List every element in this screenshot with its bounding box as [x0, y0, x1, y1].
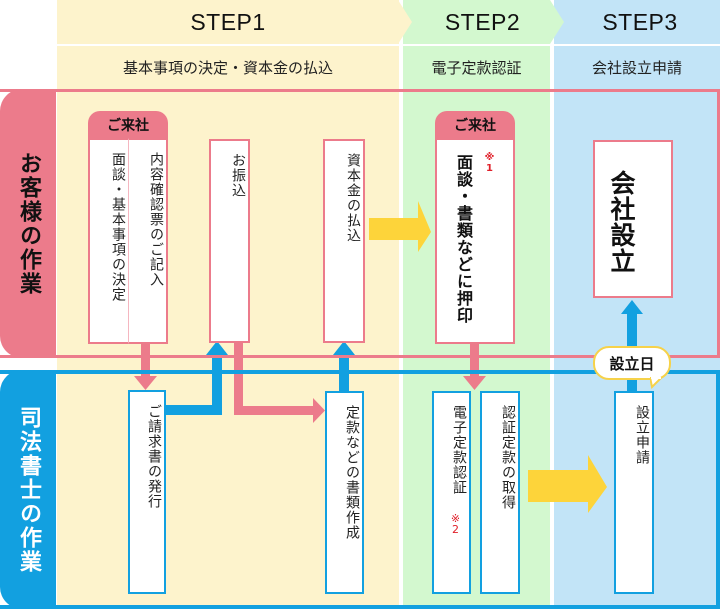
step2-chevron [403, 0, 564, 44]
task-company-established-text: 会社設立 [607, 170, 636, 274]
arrow-documents-to-capital [333, 341, 355, 392]
task-obtain-articles-text: 認証定款の取得 [500, 405, 516, 510]
establishment-date-label: 設立日 [609, 354, 655, 373]
task-obtain-articles: 認証定款の取得 [480, 391, 520, 594]
step2-subtitle: 電子定款認証 [431, 58, 522, 77]
task-company-established: 会社設立 [593, 140, 673, 298]
step1-title: STEP1 [190, 8, 266, 35]
task-capital-payment: 資本金の払込 [323, 139, 365, 343]
task-transfer: お振込 [209, 139, 250, 343]
customer-lane-label: お客様の作業 [0, 89, 56, 358]
step3-chevron [555, 0, 720, 44]
task-invoice: ご請求書の発行 [128, 390, 166, 594]
step3-title: STEP3 [602, 8, 678, 35]
arrow-transfer-to-documents [234, 343, 325, 423]
task-invoice-text: ご請求書の発行 [146, 404, 162, 509]
visit-label-step2: ご来社 [435, 111, 515, 138]
task-registration-application-text: 設立申請 [634, 405, 650, 465]
establishment-date-callout: 設立日 [593, 346, 671, 380]
step3-subtitle: 会社設立申請 [591, 58, 682, 77]
note-1-marker: ※1 [484, 152, 496, 174]
column-divider [399, 46, 403, 609]
arrow-visit-to-invoice [134, 343, 157, 390]
task-meeting-decision-text: 面談・基本事項の決定 [110, 152, 126, 302]
task-content-form-text: 内容確認票のご記入 [148, 152, 164, 287]
task-content-form: 内容確認票のご記入 [128, 138, 168, 344]
step2-title: STEP2 [444, 8, 521, 35]
customer-lane-bottom-line [56, 355, 720, 358]
task-meeting-decision: 面談・基本事項の決定 [88, 138, 129, 344]
step-header-chevrons [57, 0, 720, 46]
task-stamp-documents: 面談・書類などに押印 ※1 [435, 138, 515, 344]
task-capital-payment-text: 資本金の払込 [345, 153, 361, 243]
task-transfer-text: お振込 [230, 153, 246, 198]
scrivener-lane-label: 司法書士の作業 [0, 370, 56, 609]
note-2-marker: ※2 [450, 512, 462, 536]
task-stamp-documents-text: 面談・書類などに押印 [454, 154, 473, 324]
callout-tail [650, 377, 664, 389]
column-divider [550, 46, 554, 609]
task-documents-text: 定款などの書類作成 [344, 405, 360, 540]
task-e-notarization-text: 電子定款認証 [451, 405, 467, 495]
task-e-notarization: 電子定款認証 ※2 [432, 391, 471, 594]
arrow-stamp-to-notarization [463, 343, 486, 390]
task-registration-application: 設立申請 [614, 391, 654, 594]
task-documents: 定款などの書類作成 [325, 391, 364, 594]
visit-label-step1: ご来社 [88, 111, 168, 138]
scrivener-lane-top-line [56, 370, 720, 374]
step1-subtitle: 基本事項の決定・資本金の払込 [122, 58, 333, 77]
step1-chevron [57, 0, 412, 44]
flow-arrow-step1-to-step2 [369, 201, 431, 252]
flow-arrow-step2-to-step3 [528, 455, 607, 513]
arrow-invoice-to-transfer [166, 341, 228, 415]
